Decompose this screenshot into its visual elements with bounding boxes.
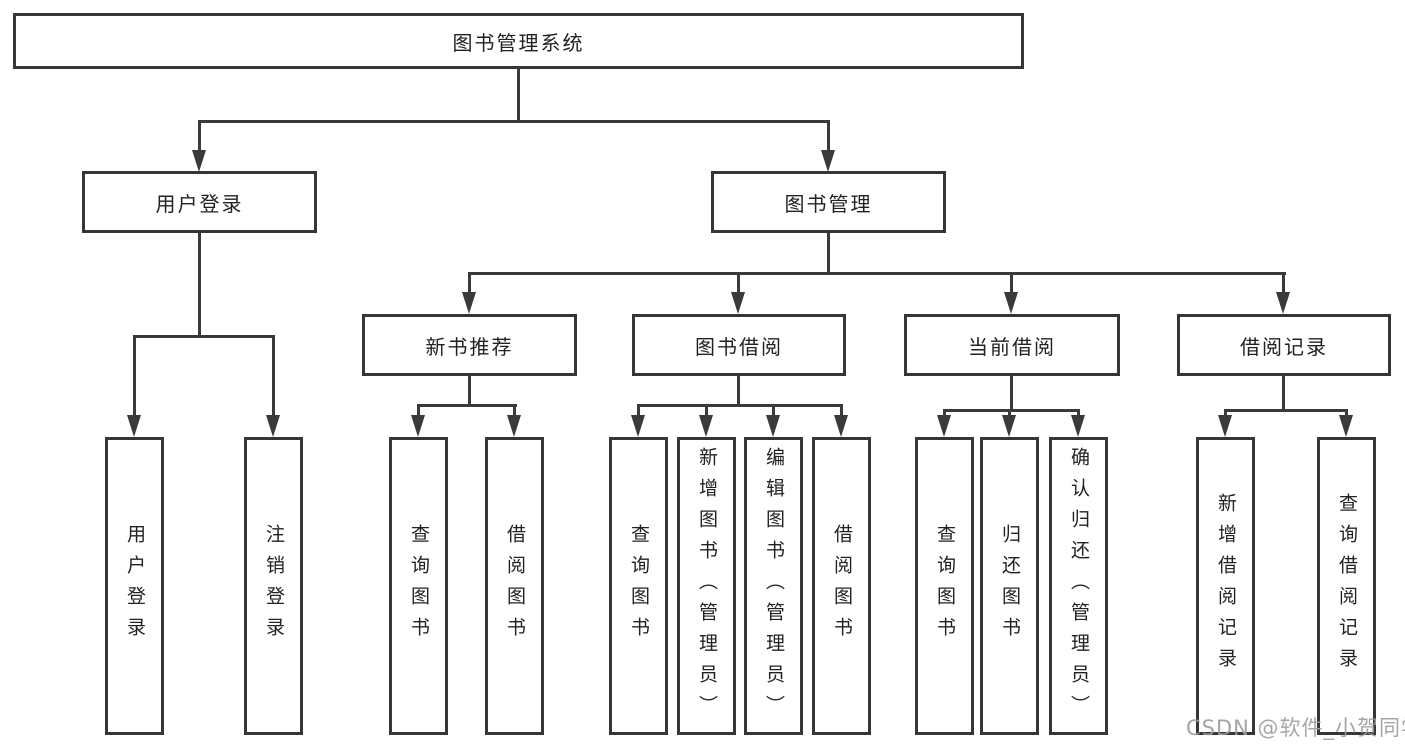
arrow-down-icon — [731, 292, 745, 314]
leaf-recommend-borrow-books-label: 借阅图书 — [504, 524, 526, 648]
connector-drop — [840, 404, 843, 417]
arrow-down-icon — [1004, 292, 1018, 314]
connector-drop — [772, 404, 775, 417]
node-user-login-label: 用户登录 — [155, 191, 244, 216]
connector-recommendation-branch — [417, 404, 517, 407]
arrow-down-icon — [699, 415, 713, 437]
connector-drop-leaf-logout — [272, 335, 275, 415]
connector-drop — [1077, 409, 1080, 417]
connector-drop — [417, 404, 420, 417]
leaf-borrowing-query-books-label: 查询图书 — [628, 524, 650, 648]
connector-borrowing-records-stem — [1282, 376, 1285, 412]
arrow-down-icon — [462, 292, 476, 314]
connector-drop-borrowing-records — [1282, 272, 1285, 294]
node-root: 图书管理系统 — [13, 13, 1024, 69]
leaf-recommend-query-books: 查询图书 — [389, 437, 448, 735]
leaf-add-books-admin: 新增图书（管理员） — [677, 437, 736, 735]
leaf-borrowing-borrow-books-label: 借阅图书 — [831, 524, 853, 648]
arrow-down-icon — [127, 415, 141, 437]
arrow-down-icon — [192, 150, 206, 172]
connector-drop-book-borrowing — [737, 272, 740, 294]
connector-drop — [1008, 409, 1011, 417]
connector-drop-leaf-user-login — [133, 335, 136, 415]
leaf-add-books-admin-label: 新增图书（管理员） — [696, 446, 718, 726]
leaf-return-books-label: 归还图书 — [999, 524, 1021, 648]
connector-drop — [943, 409, 946, 417]
arrow-down-icon — [821, 150, 835, 172]
node-borrowing-records: 借阅记录 — [1177, 314, 1391, 376]
leaf-add-borrow-record-label: 新增借阅记录 — [1215, 493, 1237, 679]
leaf-add-borrow-record: 新增借阅记录 — [1196, 437, 1255, 735]
connector-drop — [705, 404, 708, 417]
node-user-login: 用户登录 — [82, 171, 317, 233]
leaf-query-borrow-record: 查询借阅记录 — [1317, 437, 1376, 735]
connector-drop-current-borrowing — [1010, 272, 1013, 294]
connector-drop — [513, 404, 516, 417]
node-new-book-recommendation-label: 新书推荐 — [425, 334, 514, 359]
leaf-logout: 注销登录 — [244, 437, 303, 735]
node-book-borrowing-label: 图书借阅 — [695, 334, 783, 359]
node-current-borrowing-label: 当前借阅 — [968, 334, 1056, 359]
node-current-borrowing: 当前借阅 — [904, 314, 1120, 376]
arrow-down-icon — [1276, 292, 1290, 314]
arrow-down-icon — [266, 415, 280, 437]
leaf-return-books: 归还图书 — [980, 437, 1039, 735]
node-book-borrowing: 图书借阅 — [632, 314, 846, 376]
arrow-down-icon — [834, 415, 848, 437]
connector-drop — [1224, 409, 1227, 417]
leaf-current-query-books-label: 查询图书 — [934, 524, 956, 648]
node-root-label: 图书管理系统 — [452, 30, 585, 55]
connector-drop — [637, 404, 640, 417]
connector-book-management-stem — [827, 233, 830, 275]
arrow-down-icon — [411, 415, 425, 437]
node-borrowing-records-label: 借阅记录 — [1240, 334, 1328, 359]
arrow-down-icon — [1218, 415, 1232, 437]
csdn-watermark: CSDN @软件_小贺同学 — [1186, 716, 1405, 740]
arrow-down-icon — [937, 415, 951, 437]
leaf-recommend-query-books-label: 查询图书 — [408, 524, 430, 648]
connector-root-branch — [198, 120, 830, 123]
connector-current-borrowing-branch — [943, 409, 1080, 412]
connector-user-login-branch — [133, 335, 275, 338]
leaf-user-login-label: 用户登录 — [124, 524, 146, 648]
arrow-down-icon — [507, 415, 521, 437]
connector-user-login-stem — [198, 233, 201, 338]
leaf-logout-label: 注销登录 — [263, 524, 285, 648]
leaf-edit-books-admin-label: 编辑图书（管理员） — [763, 446, 785, 726]
connector-drop-book-management — [827, 120, 830, 150]
leaf-edit-books-admin: 编辑图书（管理员） — [744, 437, 803, 735]
connector-book-borrowing-stem — [737, 376, 740, 407]
leaf-current-query-books: 查询图书 — [915, 437, 974, 735]
arrow-down-icon — [1071, 415, 1085, 437]
arrow-down-icon — [766, 415, 780, 437]
connector-root-stem — [517, 69, 520, 123]
leaf-confirm-return-admin: 确认归还（管理员） — [1049, 437, 1108, 735]
connector-book-management-branch — [468, 272, 1286, 275]
connector-recommendation-stem — [468, 376, 471, 407]
leaf-user-login: 用户登录 — [105, 437, 164, 735]
connector-drop — [1345, 409, 1348, 417]
connector-current-borrowing-stem — [1010, 376, 1013, 412]
leaf-confirm-return-admin-label: 确认归还（管理员） — [1068, 446, 1090, 726]
node-book-management-label: 图书管理 — [784, 191, 873, 216]
connector-drop-user-login — [198, 120, 201, 150]
node-new-book-recommendation: 新书推荐 — [362, 314, 577, 376]
leaf-recommend-borrow-books: 借阅图书 — [485, 437, 544, 735]
leaf-borrowing-query-books: 查询图书 — [609, 437, 668, 735]
node-book-management: 图书管理 — [711, 171, 946, 233]
arrow-down-icon — [1339, 415, 1353, 437]
arrow-down-icon — [1002, 415, 1016, 437]
leaf-query-borrow-record-label: 查询借阅记录 — [1336, 493, 1358, 679]
arrow-down-icon — [631, 415, 645, 437]
leaf-borrowing-borrow-books: 借阅图书 — [812, 437, 871, 735]
connector-drop-new-book-recommendation — [468, 272, 471, 294]
connector-borrowing-records-branch — [1224, 409, 1348, 412]
connector-book-borrowing-branch — [637, 404, 843, 407]
